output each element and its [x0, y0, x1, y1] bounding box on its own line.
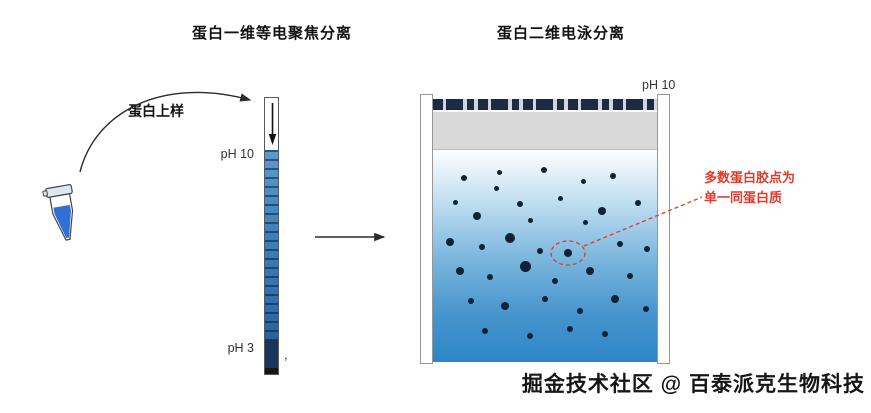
annotation-line-1: 多数蛋白胶点为 — [704, 170, 796, 185]
protein-spot — [541, 167, 547, 173]
watermark-text: 掘金技术社区 @ 百泰派克生物科技 — [521, 373, 865, 396]
protein-spot — [602, 331, 608, 337]
protein-spot — [446, 238, 454, 246]
protein-spot — [582, 219, 588, 225]
gel-right-wall — [657, 94, 670, 364]
protein-spot — [493, 185, 499, 191]
applied-strip-band — [433, 99, 657, 110]
protein-spot — [527, 217, 533, 223]
second-dimension-title: 蛋白二维电泳分离 — [496, 25, 625, 42]
protein-spot — [577, 308, 583, 314]
tube-svg — [42, 184, 74, 241]
protein-spot — [635, 200, 641, 206]
protein-spot — [496, 169, 502, 175]
strip-loading-arrow-zone — [265, 98, 278, 150]
protein-spot — [611, 295, 619, 303]
protein-spot — [567, 326, 573, 332]
protein-spot — [517, 201, 523, 207]
gel-ph-top-label: pH 10 — [642, 78, 676, 92]
protein-spot — [461, 175, 467, 181]
stacking-gel-band — [433, 112, 657, 150]
protein-spot — [473, 212, 481, 220]
strip-gel-body — [265, 150, 278, 370]
protein-spot — [537, 248, 543, 254]
down-arrow-icon — [268, 103, 277, 145]
protein-spot — [617, 241, 623, 247]
protein-spot — [557, 195, 563, 201]
microcentrifuge-tube-icon — [42, 178, 86, 250]
protein-spot — [610, 173, 616, 179]
protein-spot — [501, 302, 509, 310]
strip-ph-top-label: pH 10 — [220, 147, 254, 161]
protein-spot — [564, 249, 572, 257]
protein-spot — [505, 233, 515, 243]
protein-spot — [598, 207, 606, 215]
strip-ph-bottom-label: pH 3 — [227, 341, 254, 355]
protein-loading-label: 蛋白上样 — [128, 103, 184, 119]
protein-spot — [487, 274, 493, 280]
protein-spot — [580, 178, 586, 184]
first-dimension-title: 蛋白一维等电聚焦分离 — [191, 25, 352, 42]
protein-spot — [452, 199, 458, 205]
strip-tip — [265, 368, 278, 374]
protein-spot — [542, 296, 548, 302]
protein-spot — [468, 298, 474, 304]
gel-left-wall — [420, 94, 433, 364]
annotation-line-2: 单一同蛋白质 — [704, 190, 783, 206]
strip-dark-segment — [265, 340, 278, 370]
gel-spots-layer — [433, 150, 657, 362]
protein-spot — [644, 246, 650, 252]
protein-spot — [586, 267, 594, 275]
protein-spot — [552, 278, 558, 284]
protein-spot — [643, 306, 649, 312]
protein-spot — [482, 328, 488, 334]
protein-spot — [456, 267, 464, 275]
protein-spot — [627, 273, 633, 279]
annotation-text: 多数蛋白胶点为 单一同蛋白质 — [704, 168, 834, 208]
protein-spot — [527, 333, 533, 339]
protein-spot — [479, 244, 485, 250]
protein-spot — [519, 260, 531, 272]
ief-strip — [264, 97, 279, 375]
strip-bottom-mark: , — [284, 347, 288, 362]
